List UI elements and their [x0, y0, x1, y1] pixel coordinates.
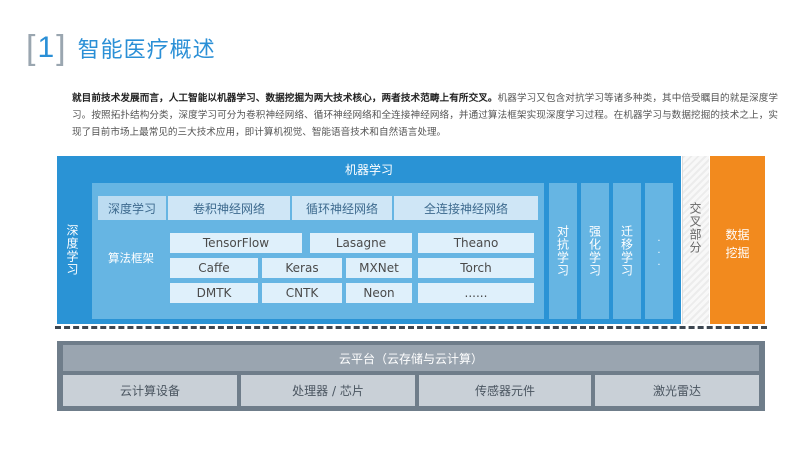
framework-cell: CNTK [262, 283, 342, 303]
section-heading: [ 1 ] 智能医疗概述 [26, 28, 216, 68]
section-number: 1 [37, 31, 55, 64]
page-title: 智能医疗概述 [77, 38, 216, 63]
section-number-box: [ 1 ] [26, 31, 66, 65]
deep-learning-label: 深度学习 [65, 224, 79, 276]
framework-cell: Keras [262, 258, 342, 278]
reinforcement-learning-column: 强化学习 [581, 183, 609, 319]
framework-cell: Caffe [170, 258, 258, 278]
transfer-learning-label: 迁移学习 [619, 225, 634, 277]
rnn-cell: 循环神经网络 [292, 196, 392, 220]
framework-cell: TensorFlow [170, 233, 302, 253]
cnn-cell: 卷积神经网络 [168, 196, 290, 220]
machine-learning-title: 机器学习 [344, 163, 393, 177]
data-mining-line-1: 数据 [725, 228, 750, 242]
framework-cell: Lasagne [310, 233, 412, 253]
intro-bold: 就目前技术发展而言，人工智能以机器学习、数据挖掘为两大技术核心，两者技术范畴上有… [72, 93, 498, 104]
reinforcement-learning-label: 强化学习 [587, 225, 602, 277]
transfer-learning-column: 迁移学习 [613, 183, 641, 319]
dashed-divider [55, 326, 767, 329]
deep-learning-header-cell: 深度学习 [98, 196, 166, 220]
framework-cell: Neon [346, 283, 412, 303]
framework-cell: Theano [418, 233, 534, 253]
data-mining-label: 数据 挖掘 [710, 226, 765, 262]
adversarial-learning-label: 对抗学习 [555, 225, 570, 277]
intro-rest: 机器学习又包含对抗学习等诸多种类，其中倍受瞩目的就是深度学习。按照拓扑结构分类，… [72, 93, 779, 138]
fcn-cell: 全连接神经网络 [394, 196, 538, 220]
cross-section-label-wrap: 交叉部分 [682, 202, 709, 254]
cross-section-label: 交叉部分 [688, 202, 702, 254]
more-label: ... [653, 233, 665, 269]
data-mining-block [710, 156, 765, 324]
cloud-item: 处理器 / 芯片 [241, 375, 415, 406]
cloud-item: 传感器元件 [419, 375, 591, 406]
more-column: ... [645, 183, 673, 319]
intro-paragraph: 就目前技术发展而言，人工智能以机器学习、数据挖掘为两大技术核心，两者技术范畴上有… [72, 90, 778, 141]
framework-cell: ...... [418, 283, 534, 303]
cloud-item: 激光雷达 [595, 375, 759, 406]
adversarial-learning-column: 对抗学习 [549, 183, 577, 319]
algorithm-framework-label: 算法框架 [108, 251, 154, 265]
framework-cell: DMTK [170, 283, 258, 303]
cloud-item: 云计算设备 [63, 375, 237, 406]
framework-cell: Torch [418, 258, 534, 278]
bracket-left: [ [26, 29, 36, 67]
cross-section-block [682, 156, 709, 324]
data-mining-line-2: 挖掘 [725, 246, 750, 260]
cloud-platform-title: 云平台（云存储与云计算） [63, 345, 759, 371]
bracket-right: ] [56, 29, 66, 67]
framework-cell: MXNet [346, 258, 412, 278]
